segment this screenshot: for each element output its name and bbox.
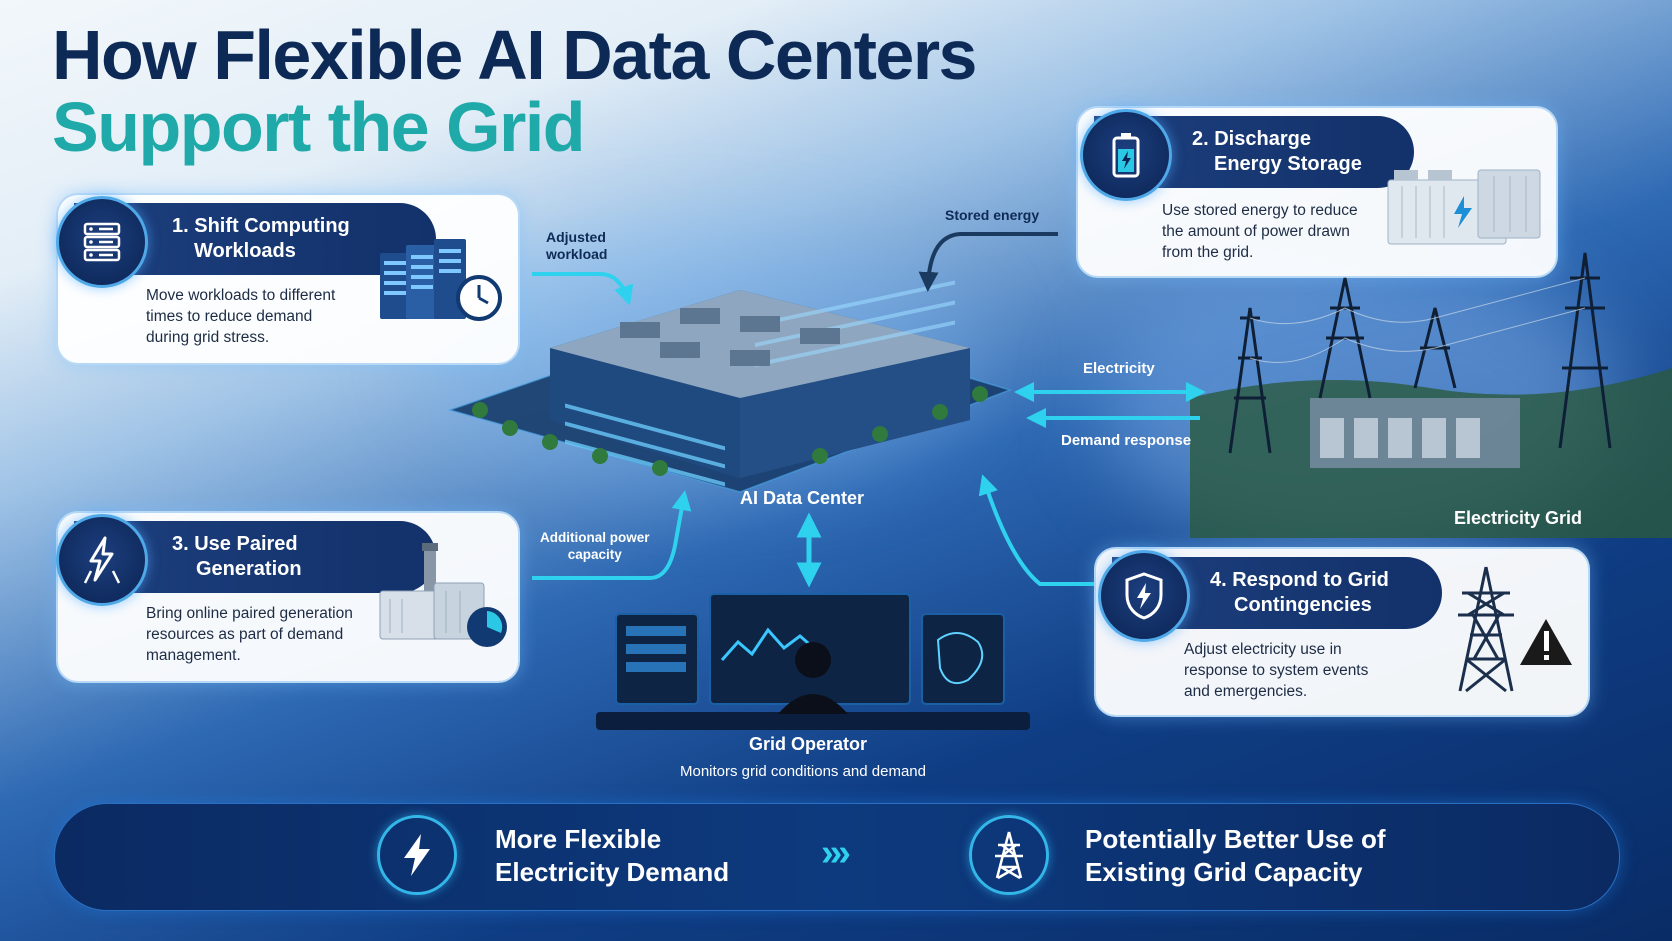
card-1-title-1: 1. Shift Computing: [172, 215, 350, 237]
lightning-power-icon: [56, 514, 148, 606]
card-3-desc-line: Bring online paired generation: [146, 605, 353, 622]
demand-response-label: Demand response: [1061, 432, 1192, 449]
additional-power-line: Additional power: [540, 530, 650, 545]
grid-operator-label: Grid Operator: [749, 734, 868, 754]
adjusted-workload-line: workload: [546, 246, 608, 262]
electricity-grid-label: Electricity Grid: [1454, 508, 1583, 528]
outcome-2-line: Existing Grid Capacity: [1085, 857, 1363, 887]
tower-warning-illustration: [1458, 566, 1572, 693]
card-2-title-1: 2. Discharge: [1192, 128, 1311, 150]
card-discharge-storage: 2. Discharge Energy Storage Use stored e…: [1076, 106, 1558, 278]
card-2-desc-line: from the grid.: [1162, 244, 1254, 261]
card-4-title-1: 4. Respond to Grid: [1210, 569, 1389, 591]
additional-power-line: capacity: [567, 547, 622, 562]
adjusted-workload-arrow: [532, 272, 634, 306]
card-1-desc-line: Move workloads to different: [146, 287, 336, 304]
electricity-label: Electricity: [1083, 360, 1155, 377]
card-shift-workloads: 1. Shift Computing Workloads Move worklo…: [56, 193, 520, 365]
card-4-description: Adjust electricity use in response to sy…: [1184, 639, 1368, 702]
battery-container-illustration: [1387, 169, 1541, 245]
chevrons-separator: ›››: [821, 832, 851, 874]
stored-energy-label: Stored energy: [945, 207, 1040, 223]
electricity-grid-illustration: [1190, 252, 1672, 538]
stored-energy-arrow: [918, 232, 1058, 292]
adjusted-workload-label: Adjusted workload: [546, 229, 607, 263]
outcome-bar: More Flexible Electricity Demand ››› Pot…: [54, 803, 1620, 911]
outcome-2-line: Potentially Better Use of: [1085, 824, 1386, 854]
adjusted-workload-line: Adjusted: [546, 229, 606, 245]
card-4-title-2: Contingencies: [1234, 594, 1372, 616]
card-2-title-2: Energy Storage: [1214, 153, 1362, 175]
transmission-tower-icon: [969, 815, 1049, 895]
generator-illustration: [379, 543, 507, 647]
card-3-title-2: Generation: [196, 558, 302, 580]
card-2-description: Use stored energy to reduce the amount o…: [1162, 200, 1358, 263]
page-title: How Flexible AI Data Centers Support the…: [52, 16, 978, 166]
contingency-arrow: [978, 474, 1094, 586]
outcome-1-line: More Flexible: [495, 824, 662, 854]
card-2-desc-line: the amount of power drawn: [1162, 223, 1350, 240]
outcome-1-text: More Flexible Electricity Demand: [495, 823, 729, 889]
outcome-1-line: Electricity Demand: [495, 857, 730, 887]
title-line-2: Support the Grid: [52, 88, 586, 166]
outcome-2-text: Potentially Better Use of Existing Grid …: [1085, 823, 1386, 889]
server-icon: [56, 196, 148, 288]
card-1-desc-line: times to reduce demand: [146, 308, 313, 325]
card-2-desc-line: Use stored energy to reduce: [1162, 202, 1358, 219]
grid-operator-illustration: [596, 593, 1030, 730]
card-1-desc-line: during grid stress.: [146, 329, 270, 346]
card-4-desc-line: Adjust electricity use in: [1184, 641, 1342, 658]
card-grid-contingencies: 4. Respond to Grid Contingencies Adjust …: [1094, 547, 1590, 717]
card-1-title-2: Workloads: [194, 240, 296, 262]
card-3-desc-line: resources as part of demand: [146, 626, 344, 643]
card-4-desc-line: response to system events: [1184, 662, 1369, 679]
shield-lightning-icon: [1098, 550, 1190, 642]
ai-data-center-illustration: [447, 280, 1013, 493]
additional-power-arrow: [532, 490, 692, 580]
card-3-desc-line: management.: [146, 647, 241, 664]
additional-power-label: Additional power capacity: [540, 529, 650, 563]
title-line-1: How Flexible AI Data Centers: [52, 16, 978, 94]
server-rack-clock-illustration: [380, 239, 502, 321]
ai-data-center-label: AI Data Center: [740, 488, 865, 508]
battery-icon: [1080, 109, 1172, 201]
card-3-title-1: 3. Use Paired: [172, 533, 298, 555]
card-3-description: Bring online paired generation resources…: [146, 603, 353, 666]
card-paired-generation: 3. Use Paired Generation Bring online pa…: [56, 511, 520, 683]
card-4-desc-line: and emergencies.: [1184, 683, 1308, 700]
card-1-description: Move workloads to different times to red…: [146, 285, 335, 348]
grid-operator-subtitle: Monitors grid conditions and demand: [680, 763, 926, 780]
lightning-icon: [377, 815, 457, 895]
